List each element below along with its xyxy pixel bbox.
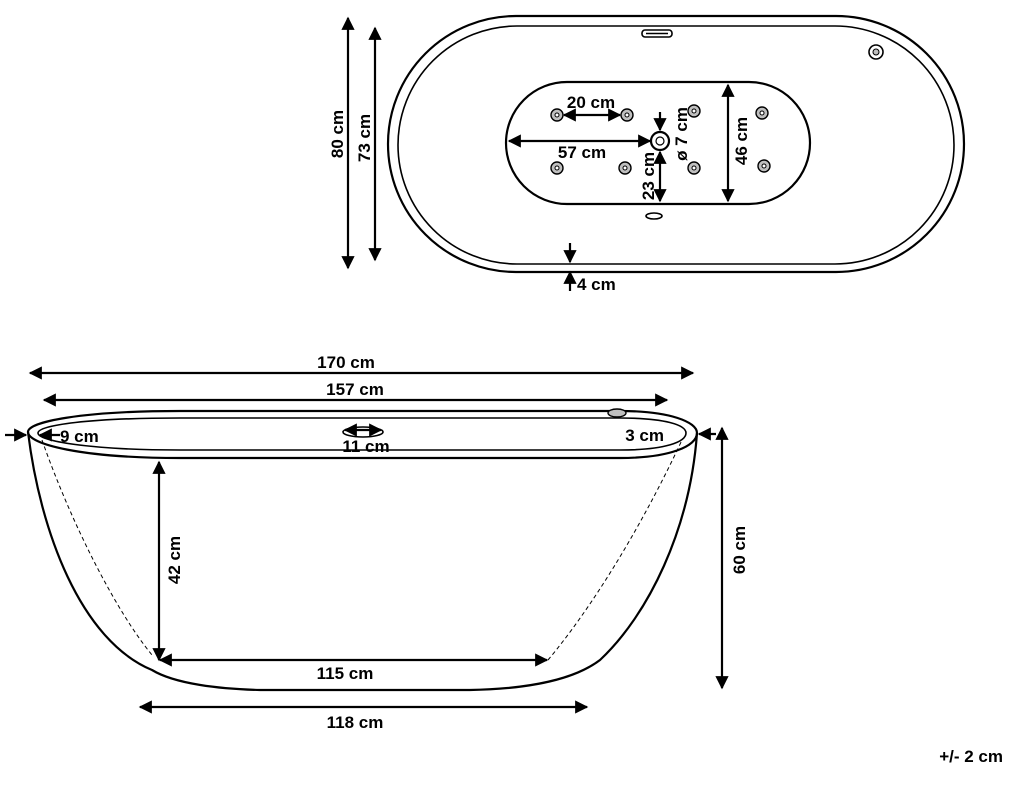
tub-rim-inner [37,417,687,451]
overflow-width-label: 11 cm [342,437,389,456]
jet-icon [687,161,701,175]
drain-diameter-label: ø 7 cm [672,107,691,161]
rim-right-label: 3 cm [625,426,664,445]
inner-wall-right [547,439,683,661]
length-inner-label: 157 cm [326,380,384,399]
tub-inner-rim [397,25,955,265]
drain-offset-label: 23 cm [639,152,658,200]
length-outer-label: 170 cm [317,353,375,372]
jet-icon [618,161,632,175]
basin-floor [504,80,812,206]
jet-icon [550,161,564,175]
top-view: 80 cm 73 cm 20 cm 57 cm ø 7 cm 23 cm 46 … [328,14,966,294]
inner-depth-label: 42 cm [165,536,184,584]
jet-spacing-label: 20 cm [567,93,615,112]
faucet-icon [868,44,884,60]
overflow-icon [342,426,384,438]
tub-outer-rim [386,14,966,274]
height-inner-label: 73 cm [355,114,374,162]
jet-icon [687,104,701,118]
jet-icon [755,106,769,120]
faucet-icon [607,408,627,418]
jet-icon [620,108,634,122]
jet-icon [757,159,771,173]
faucet-center [872,48,880,56]
bottom-overflow-icon [645,212,663,220]
total-height-label: 60 cm [730,526,749,574]
height-outer-label: 80 cm [328,110,347,158]
jet-icon [550,108,564,122]
tub-body [26,431,699,692]
basin-width-label: 46 cm [732,117,751,165]
side-view: 170 cm 157 cm 9 cm 11 cm 3 cm 42 cm 115 … [5,353,749,732]
basin-length-label: 57 cm [558,143,606,162]
rim-thickness-label: 4 cm [577,275,616,294]
rim-left-label: 9 cm [60,427,99,446]
tolerance-note: +/- 2 cm [939,747,1003,766]
bottom-outer-label: 118 cm [327,713,384,732]
inner-wall-left [41,439,153,656]
bottom-inner-label: 115 cm [317,664,374,683]
drain-center [655,136,665,146]
